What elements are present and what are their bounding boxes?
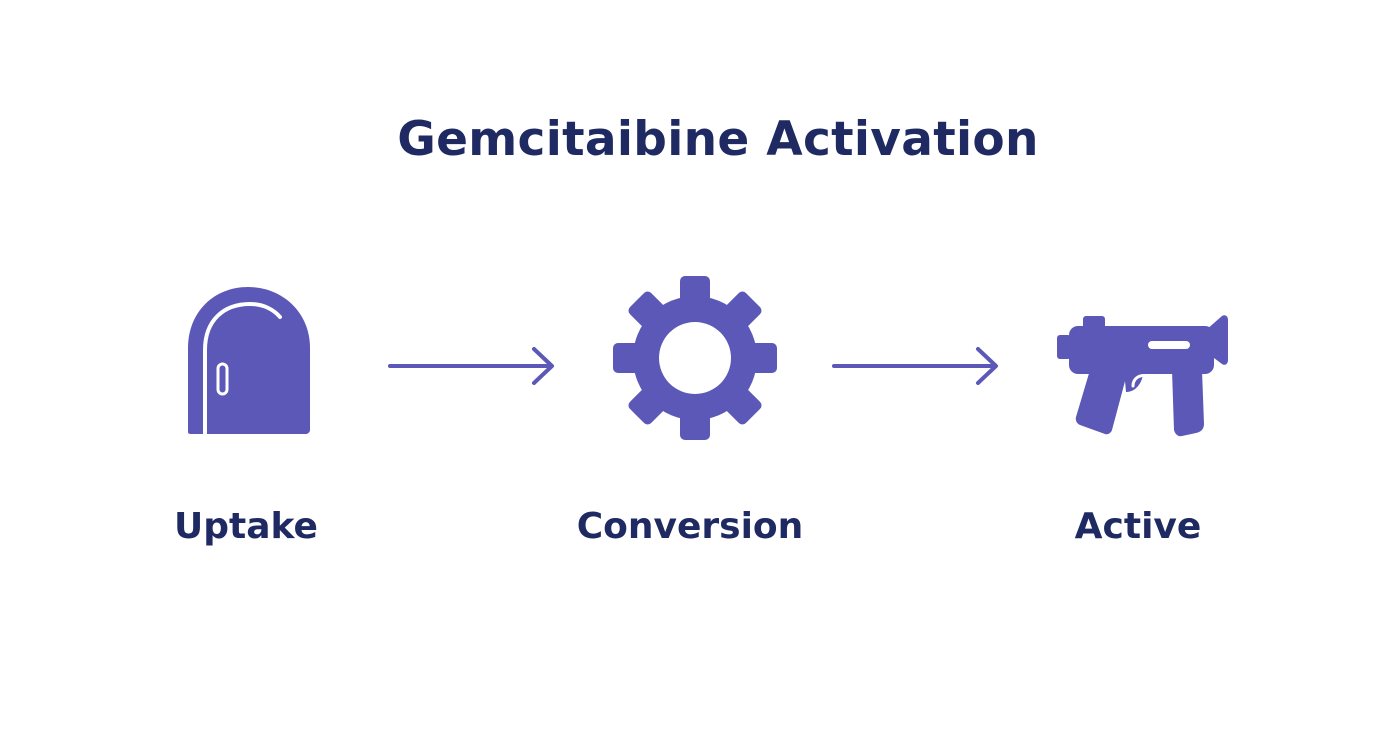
step-label-uptake: Uptake [174, 506, 318, 547]
arrow-right-icon [388, 346, 558, 391]
step-label-conversion: Conversion [576, 506, 804, 547]
arrow-right-icon [832, 346, 1002, 391]
step-label-active: Active [1074, 506, 1202, 547]
diagram-title: Gemcitaibine Activation [397, 112, 1039, 167]
gear-icon [612, 276, 778, 445]
gun-icon [1054, 312, 1230, 443]
door-icon [184, 284, 314, 441]
